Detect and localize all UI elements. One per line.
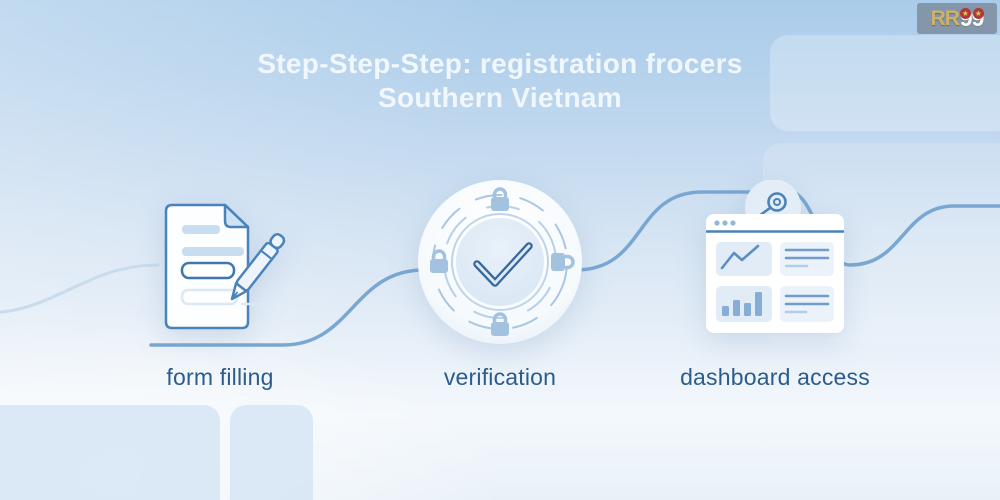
line-chart-icon — [720, 244, 760, 270]
flow-line-left-segment — [0, 263, 160, 314]
lock-icon-right — [551, 253, 575, 271]
form-input-field — [180, 261, 236, 280]
text-lines-top — [784, 248, 830, 268]
text-lines-bottom — [784, 294, 830, 314]
title-line-1: Step-Step-Step: registration frocers — [257, 48, 743, 79]
lock-icon-left — [430, 249, 448, 273]
form-filling-icon — [164, 203, 286, 330]
bar-chart-panel — [716, 286, 772, 322]
browser-dots-icon — [714, 220, 736, 226]
bg-panel-bottom-left-wide — [0, 405, 220, 500]
page-title: Step-Step-Step: registration frocers Sou… — [0, 47, 1000, 115]
dashed-ring-outer — [432, 194, 568, 330]
checkmark-icon — [473, 242, 533, 287]
verification-icon — [418, 180, 582, 344]
lock-icon-bottom — [491, 312, 509, 336]
logo-star-icon: ★ — [959, 8, 971, 19]
bg-panel-top-right-upper — [770, 35, 1000, 131]
lock-icon-top — [491, 187, 509, 211]
inner-ring — [451, 213, 549, 311]
logo: RR 99 ★ ★ — [917, 3, 997, 34]
bar-chart-icon — [722, 292, 762, 316]
flow-line-main — [149, 190, 1000, 347]
dashboard-window-icon — [706, 214, 844, 333]
check-circle — [456, 218, 544, 306]
dashed-ring-inner — [443, 205, 557, 319]
folded-corner — [223, 203, 250, 229]
form-text-bar — [182, 247, 244, 256]
pen-icon — [230, 233, 286, 301]
logo-99-text: 99 ★ ★ — [959, 5, 984, 31]
step-label-verification: verification — [443, 364, 557, 390]
step-label-dashboard-access: dashboard access — [680, 364, 870, 390]
step-label-form-filling: form filling — [166, 364, 274, 390]
form-text-bar — [182, 225, 220, 234]
logo-star-icon: ★ — [972, 8, 984, 19]
bg-panel-bottom-left-narrow — [230, 405, 313, 500]
document-icon — [164, 203, 264, 330]
title-line-2: Southern Vietnam — [378, 82, 622, 113]
logo-rr-text: RR — [930, 6, 960, 30]
dashboard-icon — [706, 180, 844, 333]
